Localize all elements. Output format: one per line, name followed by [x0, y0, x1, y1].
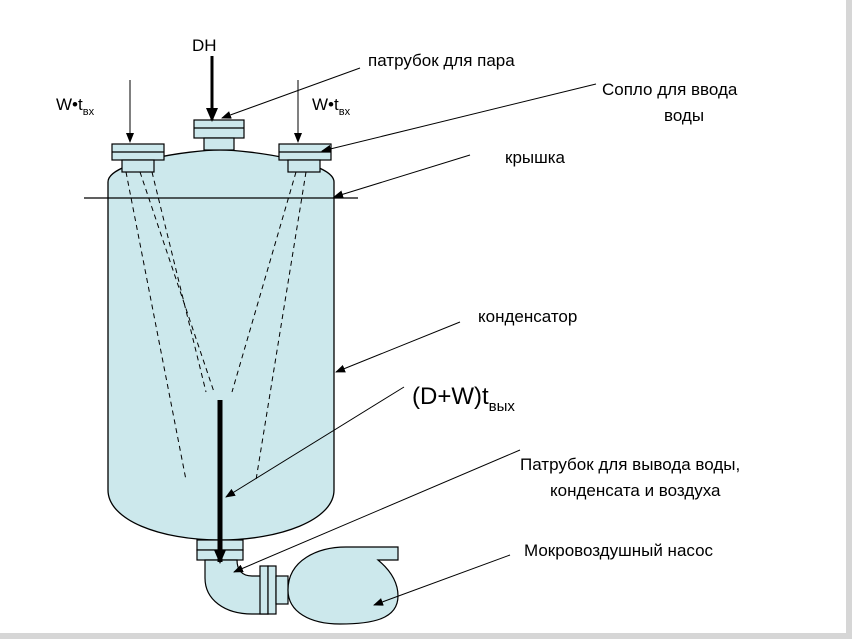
wet-air-pump — [287, 546, 399, 625]
label-dh: DH — [192, 36, 217, 55]
label-mix-outlet: (D+W)tвых — [412, 383, 515, 415]
slide-shadow-right — [846, 0, 852, 639]
label-water-nozzle-line2: воды — [664, 106, 704, 125]
label-w-inlet-left: W•tвх — [56, 95, 95, 118]
label-pump: Мокровоздушный насос — [524, 541, 714, 560]
condenser-vessel — [107, 149, 335, 541]
label-outlet-line2: конденсата и воздуха — [550, 481, 721, 500]
spray-cones — [125, 171, 307, 481]
label-outlet-line1: Патрубок для вывода воды, — [520, 455, 740, 474]
label-water-nozzle-line1: Сопло для ввода — [602, 80, 738, 99]
label-condenser: конденсатор — [478, 307, 577, 326]
slide-shadow-bottom — [0, 633, 852, 639]
label-w-inlet-right: W•tвх — [312, 95, 351, 118]
label-steam-nozzle: патрубок для пара — [368, 51, 515, 70]
left-water-nozzle — [111, 143, 165, 173]
label-lid: крышка — [505, 148, 566, 167]
steam-nozzle — [193, 119, 245, 151]
pump-inlet-flange — [259, 565, 289, 615]
leader-arrows — [221, 67, 597, 606]
right-water-nozzle — [278, 143, 332, 173]
elbow-pipe — [204, 559, 269, 615]
